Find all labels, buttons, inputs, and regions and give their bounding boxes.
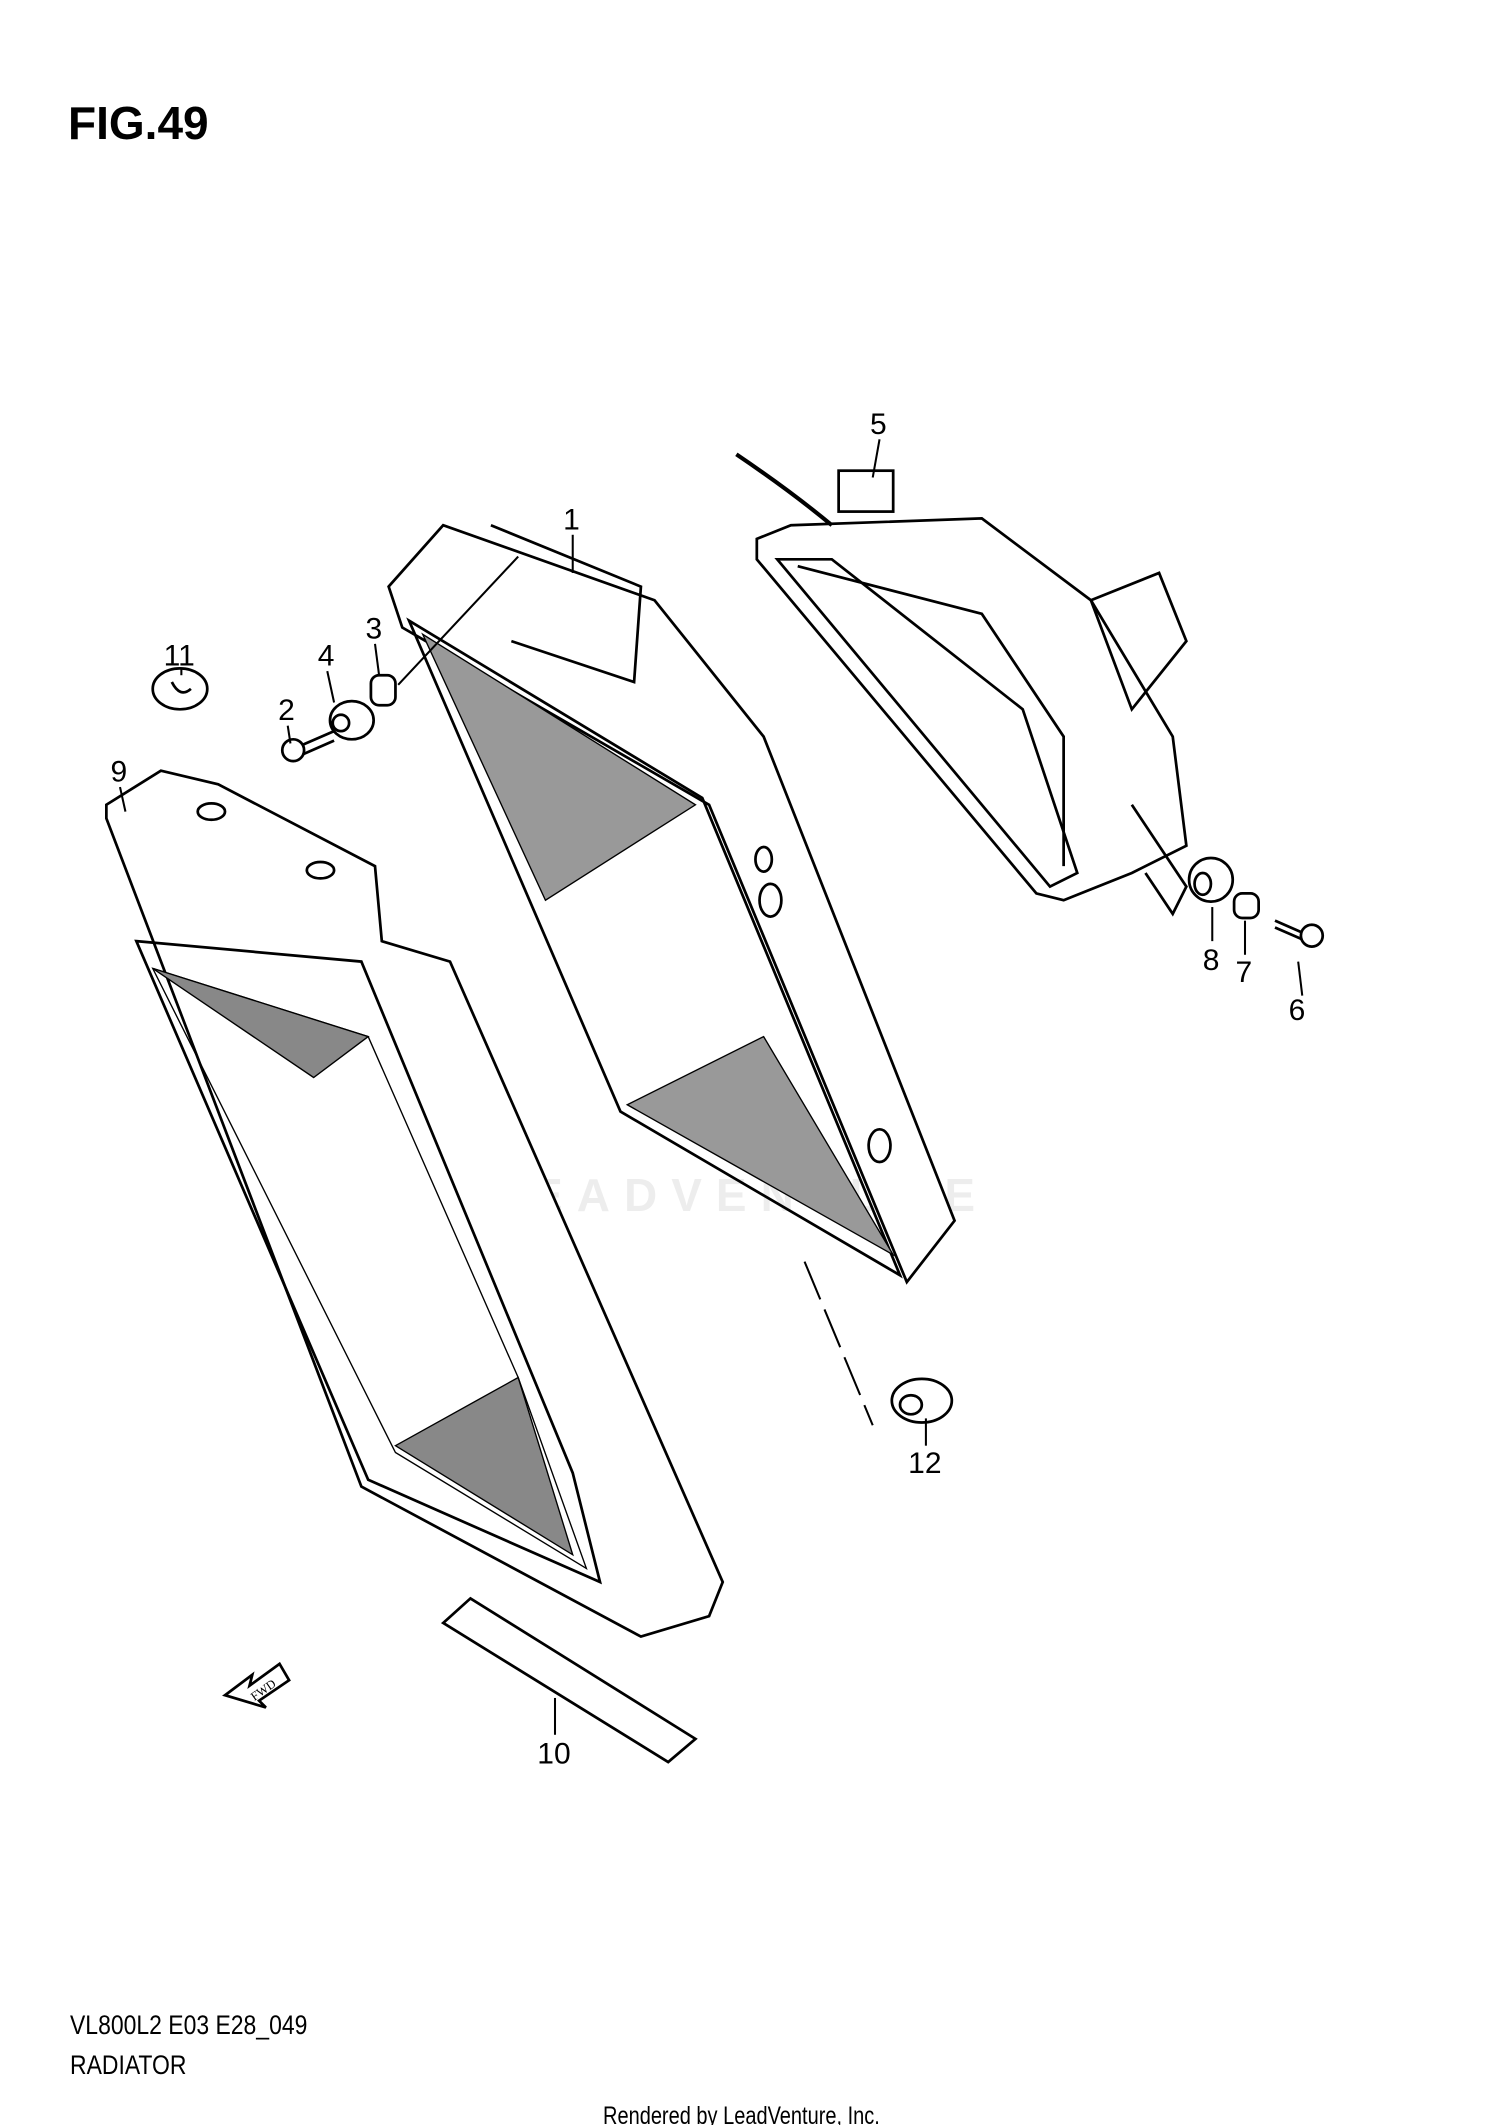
callout-3: 3	[365, 612, 382, 645]
collar-part-7[interactable]	[1232, 892, 1260, 920]
cooling-fan-part-5[interactable]	[735, 452, 1188, 917]
callout-10: 10	[537, 1737, 570, 1770]
fwd-arrow-icon: FWD	[222, 1661, 291, 1709]
collar-part-3[interactable]	[369, 673, 397, 707]
grommet-part-8[interactable]	[1187, 856, 1235, 903]
grommet-part-11[interactable]	[151, 667, 209, 711]
footer-credit: Rendered by LeadVenture, Inc.	[603, 2102, 880, 2125]
strip-part-10[interactable]	[440, 1596, 698, 1764]
model-code: VL800L2 E03 E28_049	[70, 2010, 308, 2040]
figure-title: FIG.49	[68, 97, 209, 149]
leader-line	[397, 555, 519, 686]
grommet-part-12[interactable]	[890, 1377, 954, 1424]
bolt-part-6[interactable]	[1274, 919, 1325, 948]
callout-12: 12	[908, 1447, 941, 1480]
grommet-part-4[interactable]	[328, 699, 375, 741]
callout-2: 2	[278, 694, 295, 727]
figure-name: RADIATOR	[70, 2050, 187, 2080]
callout-8: 8	[1203, 944, 1220, 977]
callout-9: 9	[110, 756, 127, 789]
callout-4: 4	[318, 640, 335, 673]
radiator-part-1[interactable]	[387, 523, 957, 1285]
leader-line	[803, 1261, 874, 1426]
radiator-shroud-part-9[interactable]	[104, 769, 725, 1639]
callout-5: 5	[870, 408, 887, 441]
callout-7: 7	[1235, 956, 1252, 989]
callout-6: 6	[1289, 994, 1306, 1027]
callout-1: 1	[563, 503, 580, 536]
callout-11: 11	[164, 640, 195, 673]
bolt-part-2[interactable]	[280, 729, 335, 763]
